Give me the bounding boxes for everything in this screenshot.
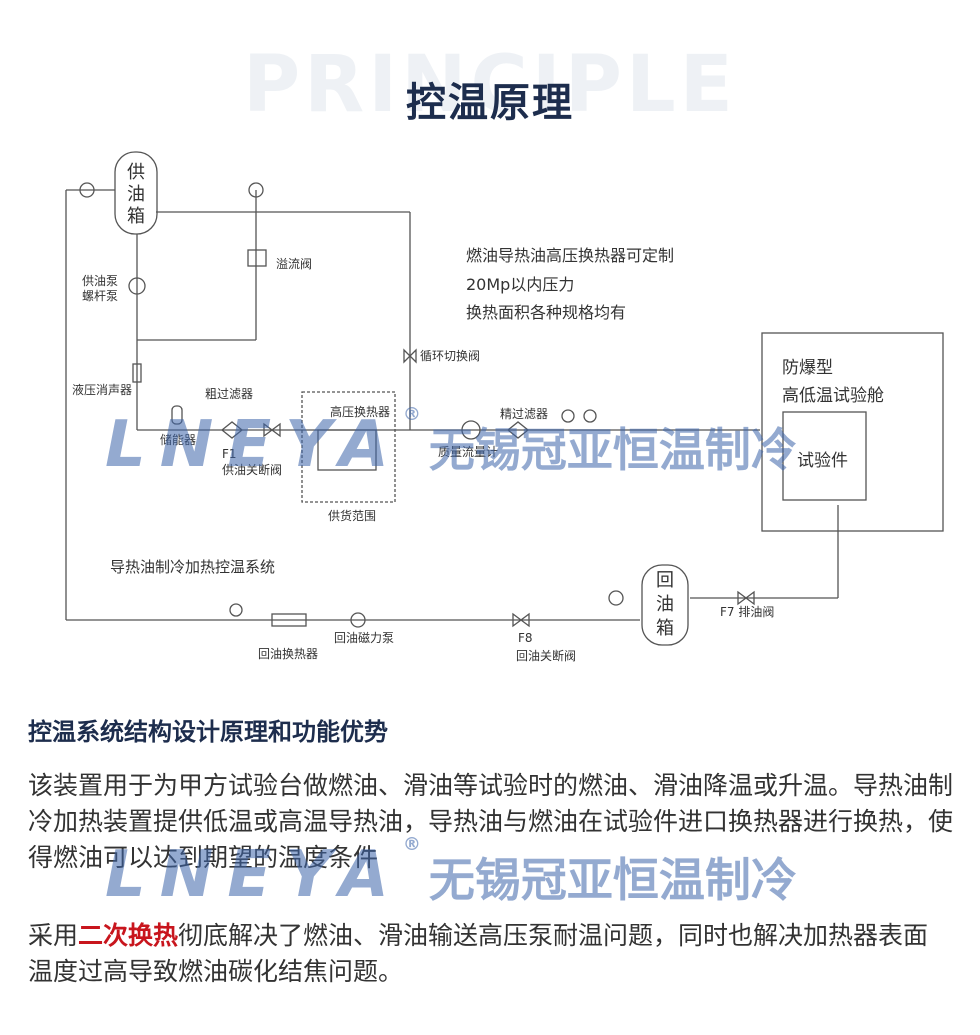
return-exchanger-label: 回油换热器	[258, 647, 318, 661]
test-piece-label: 试验件	[797, 451, 848, 471]
para2-rest: 彻底解决了燃油、滑油输送高压泵耐温问题，同时也解决加热器表面温度过高导致燃油碳化…	[28, 921, 929, 986]
circulation-valve-label: 循环切换阀	[420, 349, 480, 363]
watermark-reg-2: ®	[402, 834, 421, 855]
supply-tank-char-1: 供	[127, 162, 145, 183]
pump-label-2: 螺杆泵	[82, 289, 118, 303]
info-line-2: 20Mp以内压力	[466, 275, 574, 294]
para2-highlight: 二次换热	[78, 921, 179, 950]
schematic-diagram: 供 油 箱 回 油 箱 供油泵 螺杆泵 溢流阀 循环切换阀 液压消声器 储能器 …	[65, 151, 944, 663]
section-title: 控温系统结构设计原理和功能优势	[28, 718, 388, 746]
valve-f1-code: F1	[222, 447, 237, 461]
background-word: PRINCIPLE	[243, 40, 737, 130]
system-name-label: 导热油制冷加热控温系统	[110, 558, 275, 576]
muffler-label: 液压消声器	[72, 382, 132, 397]
watermark-bottom: LNEYA® 无锡冠亚恒温制冷	[105, 834, 797, 912]
para2-prefix: 采用	[28, 921, 79, 950]
fine-filter-label: 精过滤器	[500, 407, 548, 421]
return-tank-char-1: 回	[656, 570, 674, 591]
chamber-label-2: 高低温试验舱	[782, 386, 884, 406]
return-tank-char-3: 箱	[656, 618, 674, 639]
info-line-3: 换热面积各种规格均有	[466, 303, 626, 322]
return-tank-char-2: 油	[656, 594, 674, 615]
supply-tank-char-2: 油	[127, 184, 145, 205]
flowmeter-label: 质量流量计	[438, 445, 498, 459]
supply-scope-label: 供货范围	[328, 508, 376, 523]
valve-f1-name: 供油关断阀	[222, 462, 282, 477]
overflow-valve-label: 溢流阀	[276, 257, 312, 271]
watermark-logo: LNEYA	[105, 408, 403, 482]
valve-f8-name: 回油关断阀	[516, 648, 576, 663]
chamber-label-1: 防爆型	[782, 358, 833, 378]
valve-f8-code: F8	[518, 631, 533, 645]
watermark-company: 无锡冠亚恒温制冷	[428, 423, 797, 477]
paragraph-2: 采用二次换热彻底解决了燃油、滑油输送高压泵耐温问题，同时也解决加热器表面温度过高…	[28, 918, 953, 990]
watermark-logo-2: LNEYA	[105, 838, 403, 912]
hp-exchanger-label: 高压换热器	[330, 404, 390, 419]
coarse-filter-label: 粗过滤器	[205, 387, 253, 401]
return-pump-label: 回油磁力泵	[334, 630, 394, 645]
watermark-top: LNEYA® 无锡冠亚恒温制冷	[105, 404, 797, 482]
pump-label-1: 供油泵	[82, 274, 118, 288]
valve-f7-label: F7 排油阀	[720, 605, 774, 619]
watermark-reg: ®	[402, 404, 421, 425]
watermark-company-2: 无锡冠亚恒温制冷	[428, 853, 797, 907]
page-title: 控温原理	[406, 80, 574, 126]
supply-tank-char-3: 箱	[127, 206, 145, 227]
paragraph-1: 该装置用于为甲方试验台做燃油、滑油等试验时的燃油、滑油降温或升温。导热油制冷加热…	[28, 771, 954, 872]
accumulator-label: 储能器	[160, 432, 196, 447]
info-line-1: 燃油导热油高压换热器可定制	[466, 246, 674, 265]
